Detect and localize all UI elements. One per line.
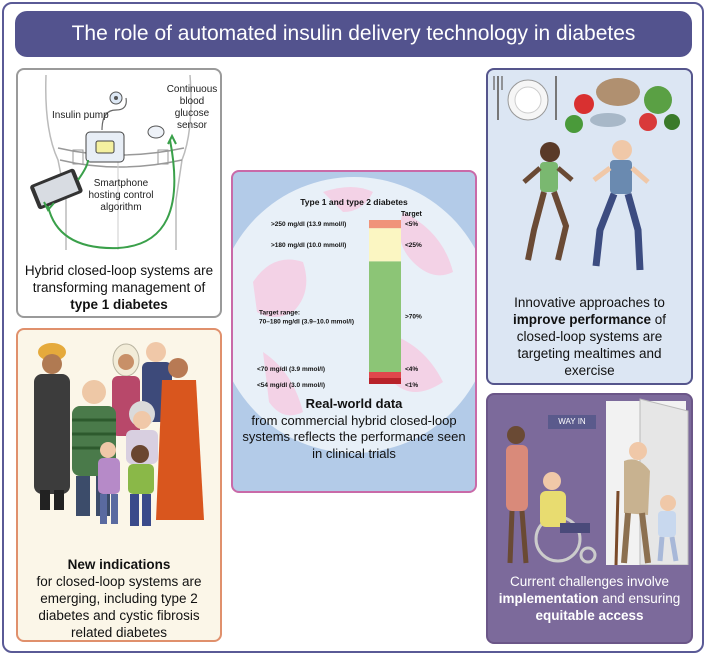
caption-challenges: Current challenges involve implementatio… bbox=[498, 574, 681, 623]
tir-target-0: <5% bbox=[405, 221, 418, 228]
tir-segment-1 bbox=[369, 228, 401, 262]
hybrid-closed-loop-illustration bbox=[30, 74, 192, 250]
label-glucose-sensor: Continuous blood glucose sensor bbox=[166, 84, 218, 131]
tir-target-1: <25% bbox=[405, 242, 422, 249]
way-in-sign bbox=[548, 415, 596, 429]
panel-hybrid-closed-loop: Insulin pump Continuous blood glucose se… bbox=[16, 68, 222, 318]
caption-hybrid: Hybrid closed-loop systems are transform… bbox=[24, 263, 214, 312]
tir-target-3: <4% bbox=[405, 366, 418, 373]
caption-performance: Innovative approaches to improve perform… bbox=[512, 295, 667, 378]
label-smartphone: Smartphone hosting control algorithm bbox=[88, 178, 154, 213]
tir-target-2: >70% bbox=[405, 314, 422, 321]
label-insulin-pump: Insulin pump bbox=[52, 110, 109, 121]
panel-challenges: WAY IN Current challenges involve implem… bbox=[486, 393, 693, 644]
page-title: The role of automated insulin delivery t… bbox=[15, 11, 692, 57]
tir-segment-3 bbox=[369, 372, 401, 378]
tir-label-1: >180 mg/dl (10.0 mmol/l) bbox=[271, 242, 346, 249]
diverse-people-illustration bbox=[34, 342, 204, 526]
panel-improve-performance: Innovative approaches to improve perform… bbox=[486, 68, 693, 385]
chart-target-header: Target bbox=[401, 211, 422, 218]
tir-label-2-line2: 70–180 mg/dl (3.9–10.0 mmol/l) bbox=[259, 319, 354, 326]
tir-segment-2 bbox=[369, 261, 401, 372]
tir-label-4: <54 mg/dl (3.0 mmol/l) bbox=[257, 382, 325, 389]
tir-label-0: >250 mg/dl (13.9 mmol/l) bbox=[271, 221, 346, 228]
globe-background bbox=[233, 177, 475, 453]
tir-label-3: <70 mg/dl (3.9 mmol/l) bbox=[257, 366, 325, 373]
tir-segment-4 bbox=[369, 378, 401, 384]
time-in-range-chart: >250 mg/dl (13.9 mmol/l) <5% >180 mg/dl (1… bbox=[257, 220, 422, 389]
tir-target-4: <1% bbox=[405, 382, 418, 389]
way-in-label: WAY IN bbox=[558, 417, 586, 426]
food-and-runners-illustration bbox=[493, 76, 680, 271]
access-illustration bbox=[506, 398, 689, 565]
title-text: The role of automated insulin delivery t… bbox=[71, 22, 636, 45]
panel-real-world-data: Type 1 and type 2 diabetes Target >250 m… bbox=[231, 170, 477, 493]
chart-title: Type 1 and type 2 diabetes bbox=[300, 197, 408, 207]
tir-segment-0 bbox=[369, 220, 401, 229]
tir-label-2: Target range: bbox=[259, 310, 300, 317]
